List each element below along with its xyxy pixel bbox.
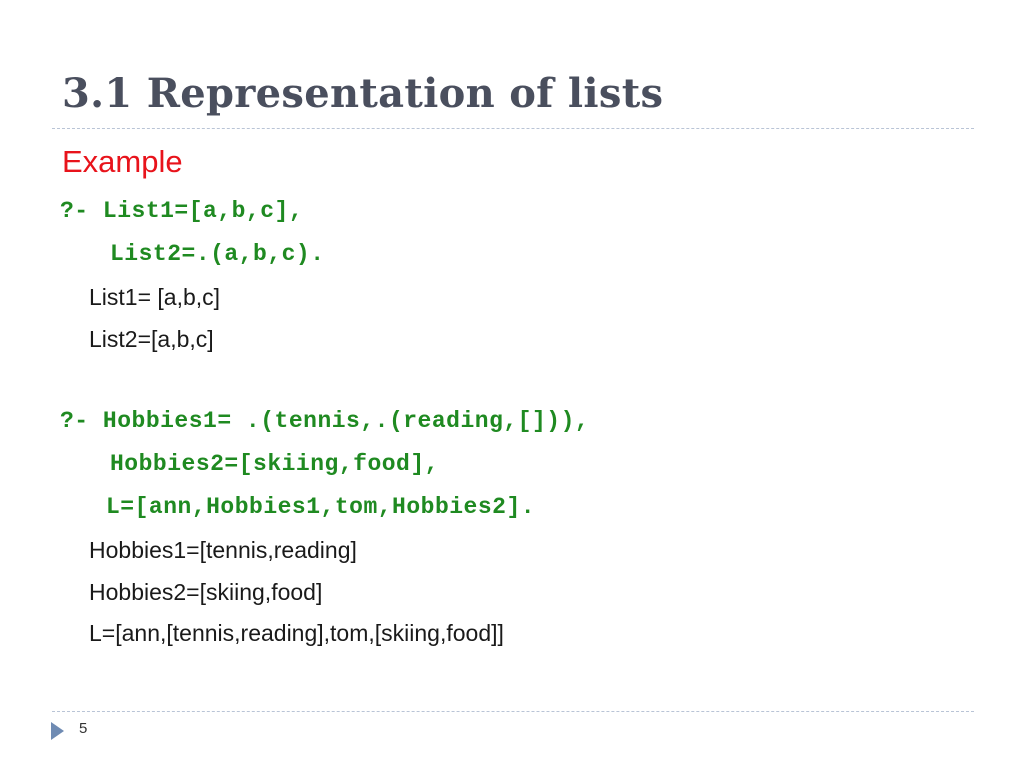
output1-line1: List1= [a,b,c] [89, 284, 221, 310]
page-number: 5 [79, 720, 88, 737]
output1-line2: List2=[a,b,c] [89, 326, 214, 352]
output2-line3: L=[ann,[tennis,reading],tom,[skiing,food… [89, 620, 504, 646]
triangle-right-icon [51, 722, 64, 740]
query2-line3: L=[ann,Hobbies1,tom,Hobbies2]. [106, 494, 536, 520]
query1-line2: List2=.(a,b,c). [110, 241, 325, 267]
slide-title: 3.1 Representation of lists [62, 70, 664, 117]
output2-line1: Hobbies1=[tennis,reading] [89, 537, 357, 563]
example-heading: Example [62, 144, 183, 179]
title-divider [52, 128, 974, 129]
output2-line2: Hobbies2=[skiing,food] [89, 579, 323, 605]
query2-line2: Hobbies2=[skiing,food], [110, 451, 439, 477]
footer-divider [52, 711, 974, 712]
query1-line1: ?- List1=[a,b,c], [60, 198, 304, 224]
query2-line1: ?- Hobbies1= .(tennis,.(reading,[])), [60, 408, 590, 434]
